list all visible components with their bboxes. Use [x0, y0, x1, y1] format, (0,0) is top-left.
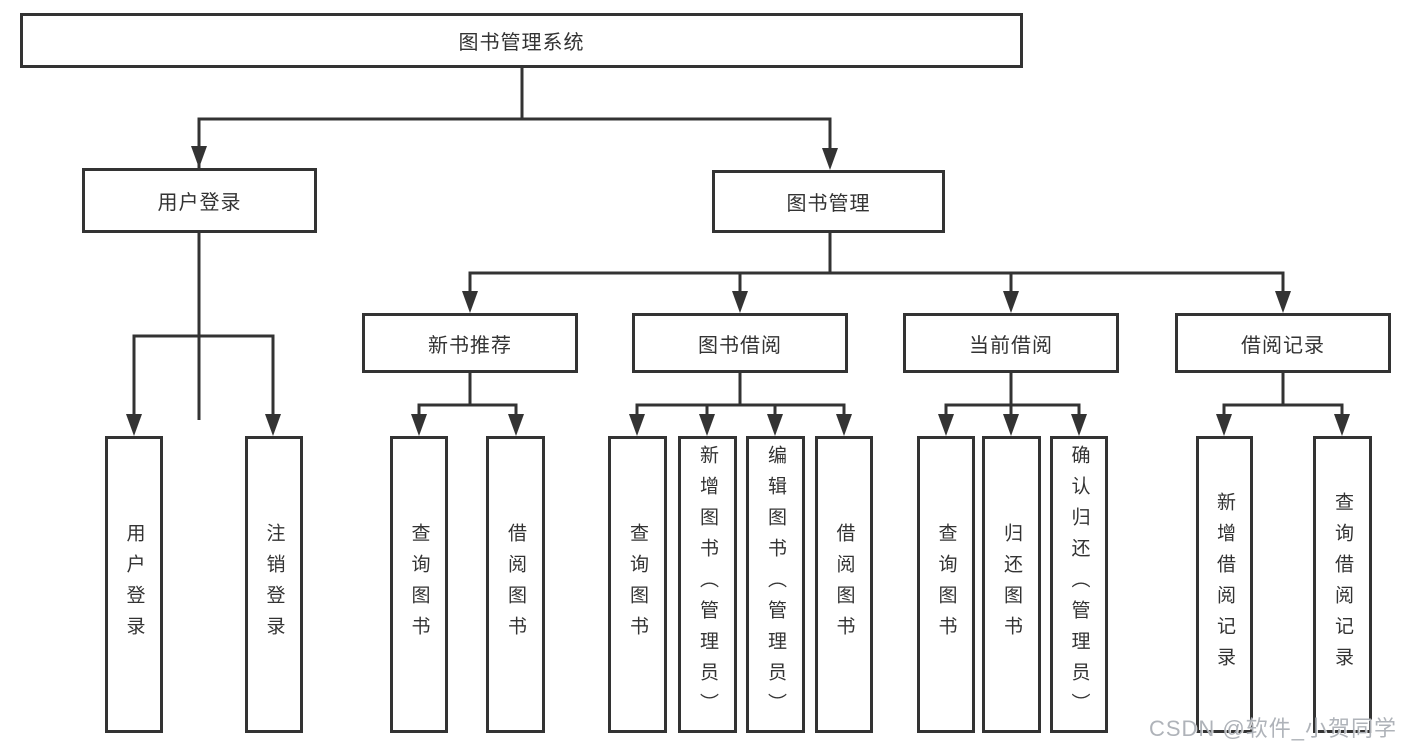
leaf-borrow-edit-books-admin: 编辑图书（管理员）: [746, 436, 805, 733]
node-book-management-label: 图书管理: [786, 193, 871, 215]
node-book-borrow: 图书借阅: [632, 313, 848, 373]
leaf-logout: 注销登录: [245, 436, 303, 733]
leaf-recommend-query-books-label: 查询图书: [408, 522, 430, 647]
leaf-logout-label: 注销登录: [263, 522, 285, 647]
leaf-records-query-record-label: 查询借阅记录: [1332, 491, 1353, 678]
leaf-current-query-books: 查询图书: [917, 436, 975, 733]
node-book-borrow-label: 图书借阅: [698, 334, 782, 357]
leaf-current-confirm-return-admin: 确认归还（管理员）: [1050, 436, 1108, 733]
node-root-label: 图书管理系统: [458, 32, 585, 54]
node-user-login: 用户登录: [82, 168, 317, 233]
connector-shafts: [132, 68, 1344, 432]
node-borrow-records-label: 借阅记录: [1241, 334, 1325, 357]
leaf-recommend-borrow-books: 借阅图书: [486, 436, 545, 733]
node-root-system: 图书管理系统: [20, 13, 1023, 68]
node-current-borrow-label: 当前借阅: [969, 334, 1053, 357]
leaf-current-return-books-label: 归还图书: [1001, 522, 1022, 647]
arrowheads: [126, 146, 1350, 436]
node-borrow-records: 借阅记录: [1175, 313, 1391, 373]
leaf-recommend-query-books: 查询图书: [390, 436, 448, 733]
leaf-records-add-record: 新增借阅记录: [1196, 436, 1253, 733]
leaf-borrow-add-books-admin: 新增图书（管理员）: [678, 436, 737, 733]
node-new-book-recommend: 新书推荐: [362, 313, 578, 373]
node-new-book-recommend-label: 新书推荐: [428, 334, 512, 357]
leaf-borrow-borrow-books-label: 借阅图书: [833, 522, 855, 647]
leaf-current-confirm-return-admin-label: 确认归还（管理员）: [1068, 445, 1090, 724]
leaf-borrow-query-books-label: 查询图书: [627, 522, 648, 647]
node-book-management: 图书管理: [712, 170, 945, 233]
node-current-borrow: 当前借阅: [903, 313, 1119, 373]
leaf-user-login: 用户登录: [105, 436, 163, 733]
leaf-user-login-label: 用户登录: [123, 522, 145, 647]
leaf-borrow-edit-books-admin-label: 编辑图书（管理员）: [765, 445, 786, 724]
leaf-records-add-record-label: 新增借阅记录: [1214, 491, 1235, 678]
leaf-borrow-add-books-admin-label: 新增图书（管理员）: [697, 445, 718, 724]
leaf-recommend-borrow-books-label: 借阅图书: [505, 522, 526, 647]
leaf-borrow-query-books: 查询图书: [608, 436, 667, 733]
leaf-current-return-books: 归还图书: [982, 436, 1041, 733]
leaf-borrow-borrow-books: 借阅图书: [815, 436, 873, 733]
leaf-current-query-books-label: 查询图书: [935, 522, 957, 647]
leaf-records-query-record: 查询借阅记录: [1313, 436, 1372, 733]
node-user-login-label: 用户登录: [157, 192, 242, 214]
csdn-watermark: CSDN @软件_小贺同学: [1148, 716, 1397, 741]
